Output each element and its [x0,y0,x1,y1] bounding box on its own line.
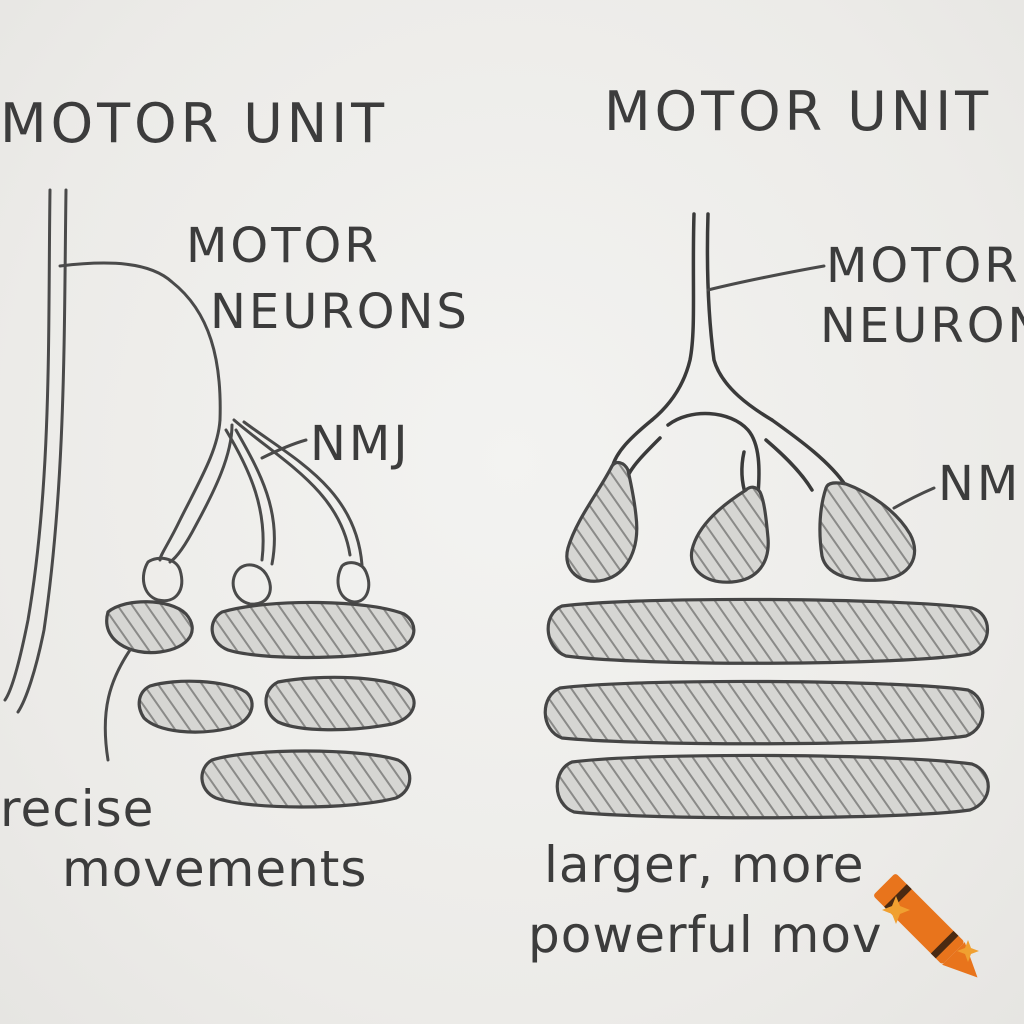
left-terminal-2 [231,563,272,606]
right-trunk-left [650,212,696,422]
right-muscle-fiber-1 [546,597,989,665]
right-caption-line1: larger, more [544,836,865,894]
right-caption-line2: powerful mov [528,906,883,964]
crayon-band-top [884,884,912,912]
left-muscle-fiber-3 [137,679,254,734]
crayon-logo-icon [874,874,978,978]
right-nmj-pointer [892,486,936,510]
left-axon-branch-1b [168,423,234,564]
left-axon-branch-3a [232,418,352,557]
right-nmj-label: NM [938,456,1021,512]
right-title: MOTOR UNIT [604,80,992,143]
left-spinal-line-inner [16,188,68,714]
right-terminal-3 [818,481,917,582]
right-neuron-label-line1: MOTOR [826,238,1021,294]
right-terminal-1 [565,460,639,583]
left-muscle-fiber-4 [264,675,416,732]
crayon-tip [942,942,978,978]
sparkle-icon-top [882,896,910,924]
right-neuron-pointer [706,264,826,292]
right-branch-right-inner [764,438,814,492]
left-spinal-line-outer [3,188,52,702]
left-nmj-label: NMJ [310,416,410,472]
left-caption-pointer [103,648,132,762]
left-terminal-1 [141,556,184,603]
left-muscle-fiber-1 [105,600,194,655]
right-trunk-right [705,212,774,422]
right-branch-right-outer [770,418,848,488]
crayon-body [874,874,964,964]
left-axon-branch-3b [242,420,364,567]
left-title: MOTOR UNIT [0,92,388,155]
right-muscle-fiber-3 [555,753,990,820]
right-branch-mid-arch [666,411,761,496]
sparkle-icon-bottom [957,940,979,962]
right-branch-left-inner [626,436,662,478]
right-terminal-2 [689,485,770,584]
left-axon-branch-2a [224,428,265,562]
left-muscle-fiber-2 [210,600,416,660]
right-branch-left-outer [610,418,654,470]
crayon-band-bottom [930,930,959,959]
right-muscle-fiber-2 [543,679,985,746]
right-panel: MOTOR UNIT MOTOR NEURON [528,80,1024,964]
left-axon-upper [58,261,222,422]
left-caption-line2: movements [62,840,367,898]
right-neuron-label-line2: NEURON [820,298,1024,354]
left-panel: MOTOR UNIT MOTOR [0,92,470,898]
left-terminal-3 [336,561,371,604]
left-axon-branch-2b [234,428,276,566]
left-axon-branch-1a [158,418,222,562]
left-muscle-fiber-5 [200,749,412,809]
left-neuron-label-line2: NEURONS [210,284,470,340]
left-neuron-label-line1: MOTOR [186,218,381,274]
left-nmj-pointer [260,438,308,460]
left-caption-line1: recise [0,780,154,838]
